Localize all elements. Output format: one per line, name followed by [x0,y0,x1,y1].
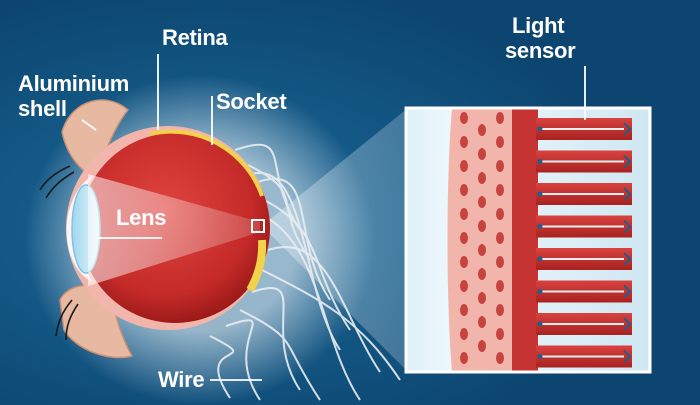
wire-strand [251,286,301,391]
perforation [460,160,468,172]
sensor-tip [537,256,543,262]
perforation [496,160,504,172]
perforation [496,280,504,292]
magnified-panel [404,106,652,374]
upper-eyelid [61,99,130,182]
perforation [496,208,504,220]
perforation [496,232,504,244]
perforation [460,256,468,268]
perforation [460,280,468,292]
perforation [460,328,468,340]
sensor-tip [537,191,543,197]
magnification-cone [262,108,408,372]
sensor-tip [537,321,543,327]
perforation [478,292,486,304]
sensor-box [251,219,265,233]
rod-base [512,108,538,372]
perforation [478,172,486,184]
perforation [496,136,504,148]
shell-leader [81,119,97,131]
sensor-connector [623,187,632,201]
wire-strand [239,309,321,401]
perforation [496,304,504,316]
label-light: Light [512,13,565,38]
light-beam [88,174,260,286]
perforation [496,352,504,364]
perforation [478,316,486,328]
label-aluminium: Aluminium [18,71,129,96]
wire-strand [261,214,361,401]
perforation [478,220,486,232]
sensor-connector [623,284,632,299]
perforations [460,112,504,364]
perforation [478,124,486,136]
perforation [460,352,468,364]
sensor-tip [537,354,543,359]
label-socket: Socket [216,89,287,114]
sensor-rods [536,118,632,368]
wire-bundle [209,143,401,401]
sensor-connector [623,252,632,266]
sensor-tip [537,126,543,132]
label-shell: shell [18,96,67,121]
perforation [460,112,468,124]
perforation [496,112,504,124]
wire-strand [263,199,351,331]
label-wire: Wire [158,367,205,392]
eyelashes [39,165,79,341]
perforation [460,208,468,220]
perforation [460,304,468,316]
sensor-tip [537,159,543,164]
socket-rim [246,239,267,293]
sensor-tip [537,224,543,229]
label-retina: Retina [162,25,228,50]
sensor-connector [623,219,632,234]
perforation [460,184,468,196]
label-sensor: sensor [505,38,576,63]
perforation [460,136,468,148]
wire-strand [267,246,381,373]
perforation [478,268,486,280]
sensor-connector [623,154,632,169]
sensor-tip [537,289,543,294]
perforation [478,340,486,352]
panel-border [404,106,652,374]
perforation [478,196,486,208]
perforation [478,148,486,160]
perforation [460,232,468,244]
sensor-connector [623,122,632,136]
perforation [496,328,504,340]
wire-strand [261,269,401,381]
retina-rim [149,129,264,197]
label-lens: Lens [116,205,167,230]
sensor-connector [623,317,632,331]
perforation [496,184,504,196]
leader-lines [81,54,586,381]
perforation [478,244,486,256]
sensor-connector [623,349,632,364]
perforation [496,256,504,268]
